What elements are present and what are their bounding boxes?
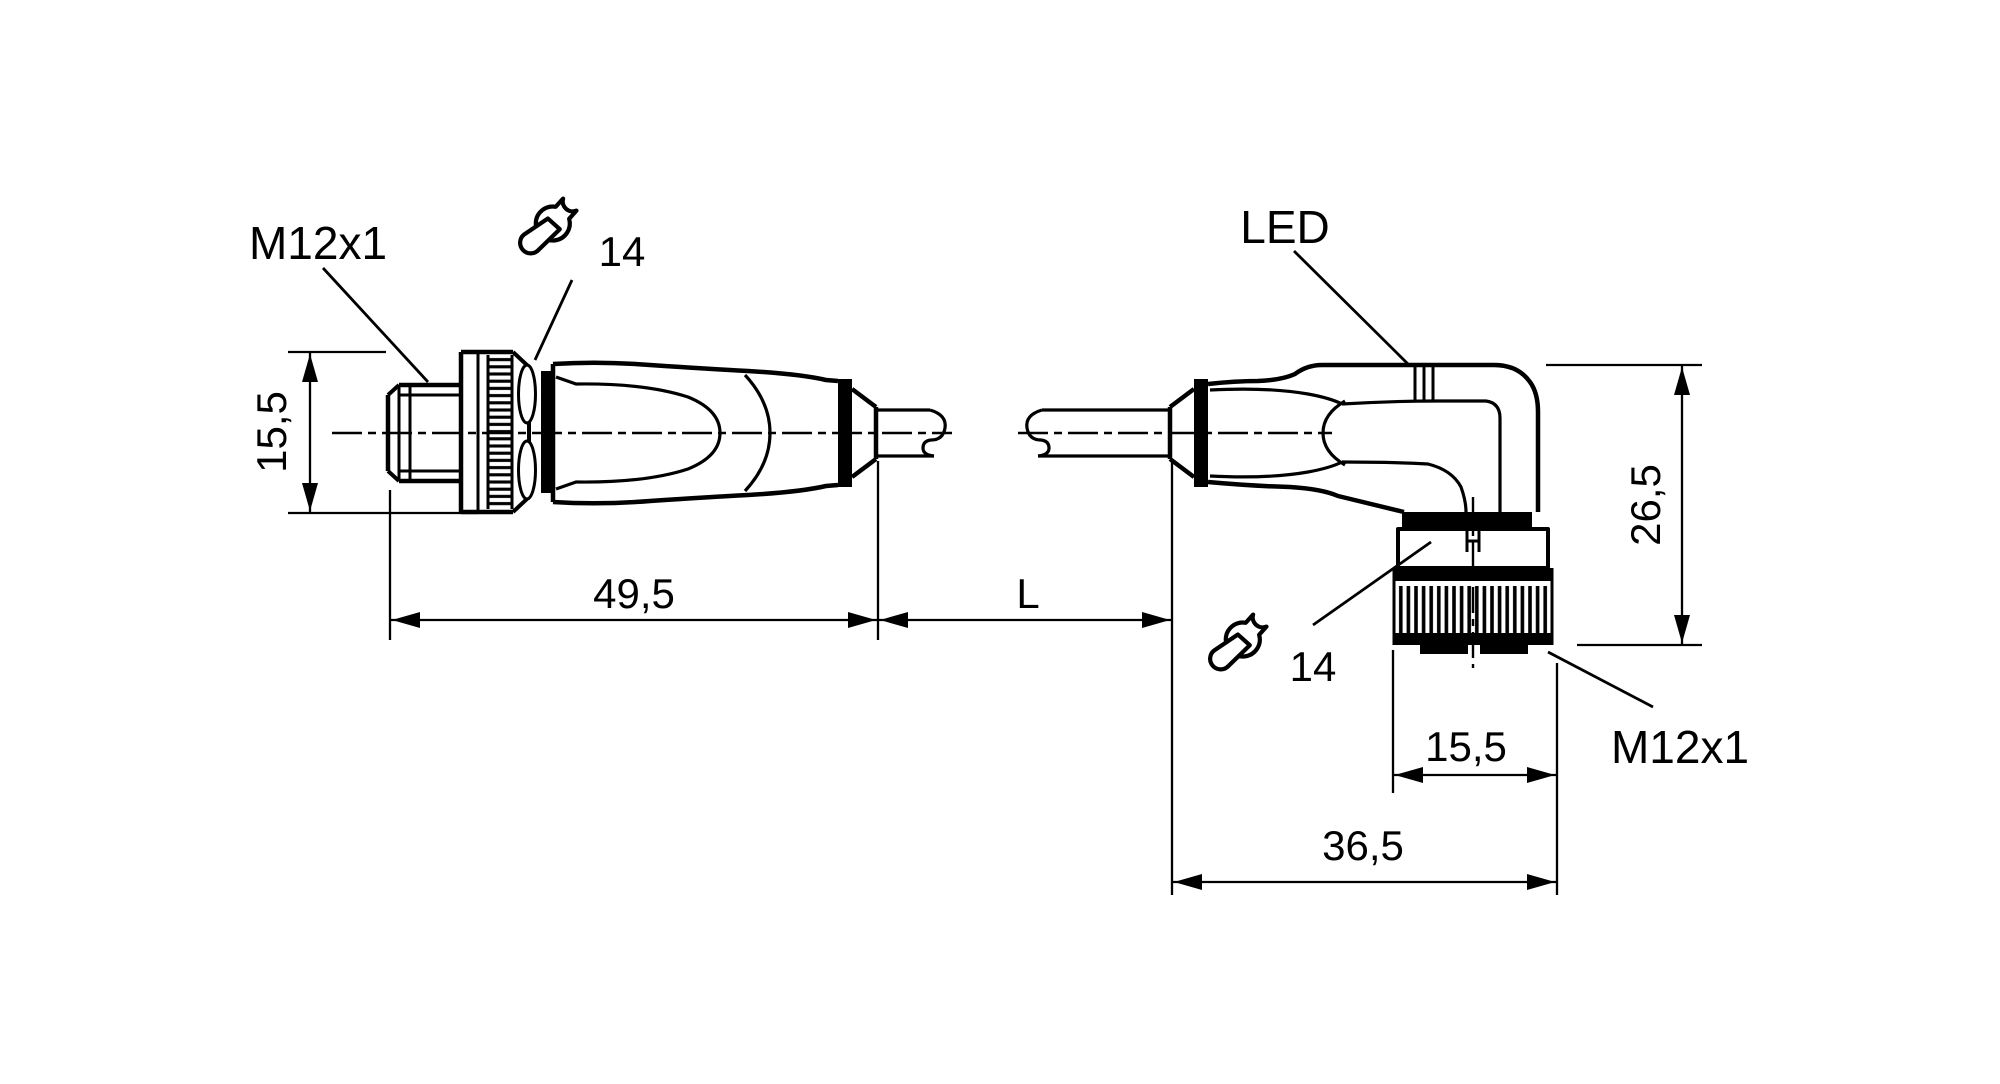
dimension-right-nut-width	[1391, 650, 1557, 793]
right-nut-width-label: 15,5	[1425, 723, 1507, 770]
dimension-right-height	[1546, 363, 1702, 647]
right-angled-body	[1207, 362, 1541, 515]
right-connector	[1018, 362, 1554, 668]
led-label: LED	[1240, 201, 1329, 253]
right-length-label: 36,5	[1322, 822, 1404, 869]
dimension-right-length	[1170, 461, 1559, 895]
left-wrench-size-label: 14	[599, 228, 646, 275]
left-thread-label: M12x1	[249, 217, 387, 269]
left-connector	[332, 349, 952, 515]
right-height-label: 26,5	[1622, 464, 1669, 546]
leader-left-thread-label	[321, 267, 430, 383]
leader-right-wrench	[1312, 540, 1432, 627]
leader-left-wrench	[533, 279, 574, 361]
right-thread-label: M12x1	[1611, 721, 1749, 773]
left-diameter-label: 15,5	[248, 391, 295, 473]
leader-right-thread-label	[1547, 650, 1654, 709]
cable-length-label: L	[1016, 570, 1039, 617]
leader-led-label	[1293, 250, 1409, 365]
dimension-left-diameter	[288, 350, 478, 515]
left-length-label: 49,5	[593, 570, 675, 617]
right-strain-relief	[1167, 379, 1208, 487]
led-window	[1413, 366, 1435, 400]
dimension-cable-length	[878, 612, 1172, 628]
right-wrench-size-label: 14	[1290, 643, 1337, 690]
right-cable-stub	[1025, 408, 1172, 458]
left-cable-stub	[876, 408, 947, 458]
dimension-left-length	[388, 461, 880, 640]
